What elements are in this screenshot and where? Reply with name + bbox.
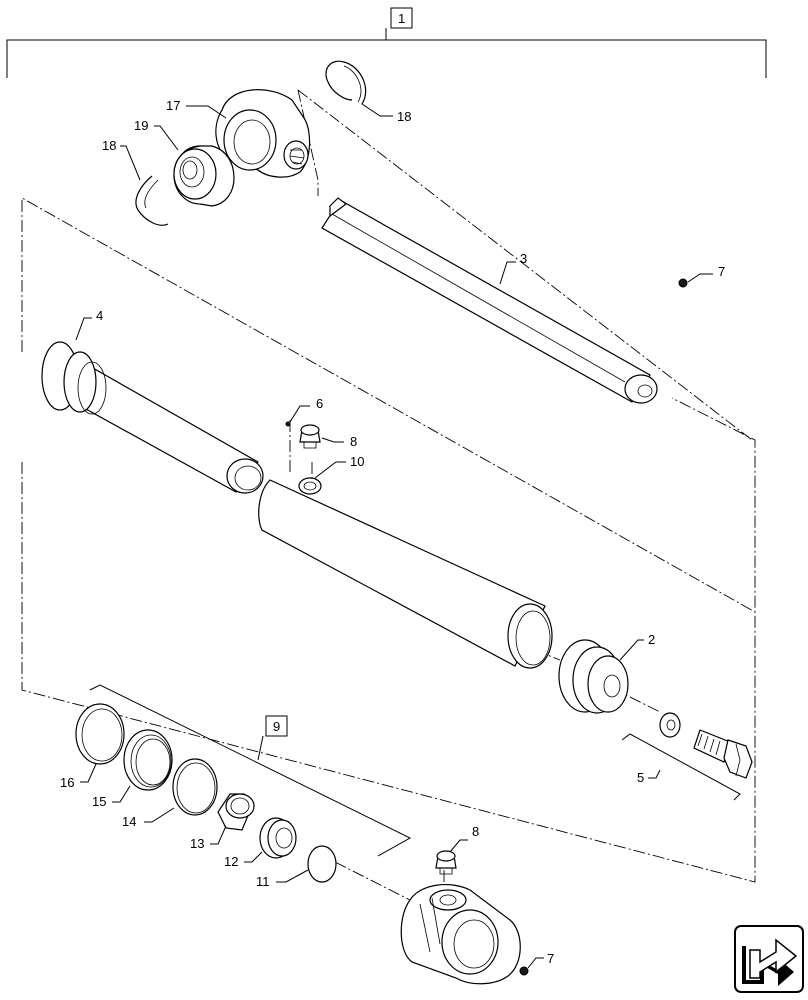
callout-13: 13 — [190, 825, 227, 851]
small-fitting[interactable] — [285, 421, 291, 427]
base-end-clevis[interactable] — [400, 883, 521, 985]
cylinder-gland[interactable] — [41, 341, 264, 494]
grease-fitting-top[interactable] — [678, 278, 688, 288]
callout-18-top: 18 — [361, 103, 411, 124]
callout-7-top: 7 — [687, 264, 725, 283]
callout-17: 17 — [166, 98, 227, 119]
callout-19-label: 19 — [134, 118, 148, 133]
plug-top[interactable] — [299, 424, 321, 449]
callout-17-label: 17 — [166, 98, 180, 113]
callout-9-box[interactable]: 9 — [265, 715, 288, 737]
piston-bolt[interactable] — [693, 729, 753, 779]
callout-18-left: 18 — [102, 138, 141, 181]
piston-rod[interactable] — [321, 197, 658, 404]
callout-12: 12 — [224, 851, 263, 869]
assembly-bracket — [6, 28, 767, 78]
seal-16[interactable] — [75, 703, 125, 765]
next-page-arrow-icon[interactable] — [734, 925, 804, 993]
callout-13-label: 13 — [190, 836, 204, 851]
callout-16: 16 — [60, 763, 97, 790]
spherical-bearing[interactable] — [173, 145, 235, 207]
callout-8-bottom-label: 8 — [472, 824, 479, 839]
callout-10-label: 10 — [350, 454, 364, 469]
grease-fitting-bottom[interactable] — [519, 966, 529, 976]
callout-15-label: 15 — [92, 794, 106, 809]
callout-4: 4 — [75, 308, 103, 341]
callout-14: 14 — [122, 807, 175, 829]
rod-end-eye[interactable] — [215, 89, 311, 178]
callout-11: 11 — [256, 869, 309, 889]
callout-2-label: 2 — [648, 632, 655, 647]
plug-bottom[interactable] — [435, 850, 457, 875]
callout-8-top-label: 8 — [350, 434, 357, 449]
callout-10: 10 — [314, 454, 364, 479]
callout-15: 15 — [92, 785, 131, 809]
callout-12-label: 12 — [224, 854, 238, 869]
callout-16-label: 16 — [60, 775, 74, 790]
callout-9-label: 9 — [273, 719, 280, 734]
callout-7-top-label: 7 — [718, 264, 725, 279]
callout-11-label: 11 — [256, 874, 270, 889]
callout-6: 6 — [289, 396, 323, 423]
callout-4-label: 4 — [96, 308, 103, 323]
callout-8-top: 8 — [321, 434, 357, 449]
seal-14[interactable] — [172, 758, 218, 816]
washer[interactable] — [659, 712, 681, 738]
snap-ring-top[interactable] — [325, 60, 367, 105]
seal-15[interactable] — [123, 729, 173, 791]
seal-12[interactable] — [259, 817, 297, 859]
callout-5: 5 — [637, 770, 644, 785]
callout-3: 3 — [499, 251, 527, 285]
bushing-13[interactable] — [217, 793, 255, 831]
callout-6-label: 6 — [316, 396, 323, 411]
snap-ring-left[interactable] — [135, 175, 169, 226]
callout-14-label: 14 — [122, 814, 136, 829]
callout-2: 2 — [619, 632, 655, 661]
snap-ring-11[interactable] — [307, 845, 337, 883]
callout-18-top-label: 18 — [397, 109, 411, 124]
seal-kit-bracket — [89, 684, 412, 857]
callout-19: 19 — [134, 118, 179, 151]
cylinder-barrel[interactable] — [258, 477, 553, 669]
callout-1-label: 1 — [398, 11, 405, 26]
callout-3-label: 3 — [520, 251, 527, 266]
callout-5-label: 5 — [637, 770, 644, 785]
callout-7-bottom: 7 — [527, 951, 554, 969]
callout-8-bottom: 8 — [449, 824, 479, 853]
piston[interactable] — [558, 639, 629, 714]
callout-7-bottom-label: 7 — [547, 951, 554, 966]
callout-5-bracket — [621, 733, 741, 801]
callout-1-box[interactable]: 1 — [390, 7, 413, 29]
callout-18-left-label: 18 — [102, 138, 116, 153]
